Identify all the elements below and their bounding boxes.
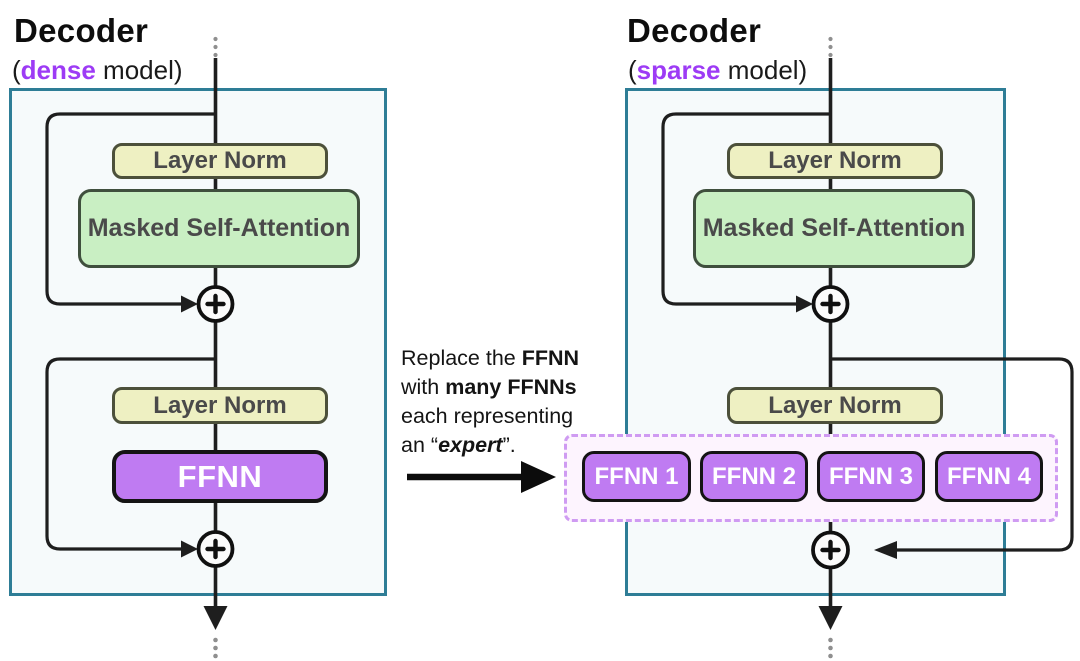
dense-decoder-subtitle: (dense model) — [12, 55, 183, 86]
subtitle-rest: model) — [720, 55, 808, 85]
sparse-keyword: sparse — [636, 55, 721, 85]
replace-annotation: Replace the FFNN with many FFNNs each re… — [401, 344, 579, 460]
subtitle-open: ( — [12, 55, 21, 85]
dense-decoder-title: Decoder — [14, 12, 149, 49]
replace-arrow — [407, 461, 556, 493]
dense-masked-self-attention: Masked Self-Attention — [78, 189, 360, 268]
dense-layer-norm-top: Layer Norm — [112, 143, 328, 179]
expert-ffnn-1: FFNN 1 — [582, 451, 691, 502]
sparse-layer-norm-top: Layer Norm — [727, 143, 943, 179]
sparse-decoder-subtitle: (sparse model) — [628, 55, 807, 86]
expert-ffnn-2: FFNN 2 — [700, 451, 808, 502]
expert-ffnn-4: FFNN 4 — [935, 451, 1043, 502]
dense-ffnn: FFNN — [112, 450, 328, 503]
annotation-line: each representing — [401, 404, 574, 428]
dense-keyword: dense — [20, 55, 96, 85]
annotation-line: with many FFNNs — [401, 375, 577, 399]
dense-layer-norm-bottom: Layer Norm — [112, 387, 328, 424]
down-arrowhead — [818, 606, 843, 630]
down-arrowhead — [203, 606, 228, 630]
sparse-masked-self-attention: Masked Self-Attention — [693, 189, 975, 268]
sparse-layer-norm-bottom: Layer Norm — [727, 387, 943, 424]
sparse-decoder-title: Decoder — [627, 12, 762, 49]
annotation-line: an “expert”. — [401, 433, 516, 457]
subtitle-open: ( — [628, 55, 637, 85]
annotation-line: Replace the FFNN — [401, 346, 580, 370]
subtitle-rest: model) — [95, 55, 183, 85]
expert-ffnn-3: FFNN 3 — [817, 451, 925, 502]
